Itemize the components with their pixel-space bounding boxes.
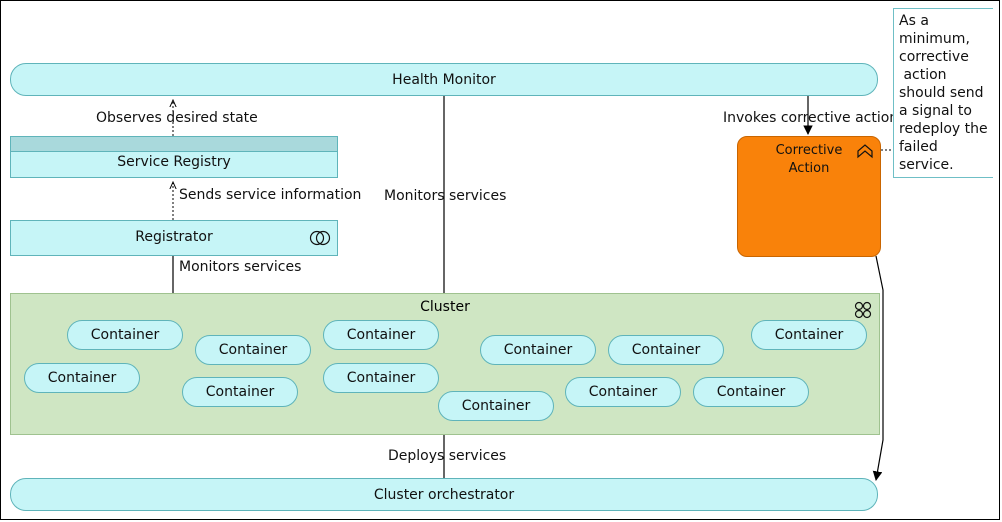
note-line: corrective	[899, 49, 969, 65]
note-line: redeploy the	[899, 121, 988, 137]
container-node[interactable]: Container	[751, 320, 867, 350]
note: As a minimum, corrective action should s…	[893, 8, 993, 178]
container-node[interactable]: Container	[438, 391, 554, 421]
service-registry-label: Service Registry	[117, 154, 231, 170]
container-node[interactable]: Container	[323, 320, 439, 350]
container-node[interactable]: Container	[182, 377, 298, 407]
cluster-orchestrator[interactable]: Cluster orchestrator	[10, 478, 878, 511]
corrective-action-label-1: Corrective	[775, 143, 843, 158]
container-label: Container	[205, 384, 275, 400]
health-monitor-label: Health Monitor	[392, 71, 496, 88]
container-label: Container	[588, 384, 658, 400]
edge-label-observes: Observes desired state	[96, 110, 258, 126]
edge-label-invokes: Invokes corrective action	[723, 110, 899, 126]
node-icon	[854, 301, 872, 319]
container-node[interactable]: Container	[693, 377, 809, 407]
container-node[interactable]: Container	[323, 363, 439, 393]
container-label: Container	[346, 327, 416, 343]
registrator[interactable]: Registrator	[10, 220, 338, 256]
corrective-action[interactable]: Corrective Action	[737, 136, 881, 257]
container-node[interactable]: Container	[67, 320, 183, 350]
edge-label-monitors-main: Monitors services	[384, 188, 507, 204]
note-line: should send	[899, 85, 984, 101]
edge-action-orchestrator	[872, 255, 884, 481]
container-label: Container	[346, 370, 416, 386]
edge-label-deploys: Deploys services	[388, 448, 507, 464]
health-monitor[interactable]: Health Monitor	[10, 63, 878, 96]
cluster-orchestrator-label: Cluster orchestrator	[373, 486, 515, 503]
container-node[interactable]: Container	[565, 377, 681, 407]
registrator-label: Registrator	[135, 229, 213, 245]
note-line: minimum,	[899, 31, 970, 47]
container-label: Container	[503, 342, 573, 358]
container-label: Container	[774, 327, 844, 343]
container-node[interactable]: Container	[480, 335, 596, 365]
edge-label-sends-info: Sends service information	[179, 187, 362, 203]
container-node[interactable]: Container	[195, 335, 311, 365]
container-label: Container	[461, 398, 531, 414]
service-registry[interactable]: Service Registry	[10, 136, 338, 178]
container-label: Container	[218, 342, 288, 358]
note-line: As a	[899, 13, 929, 29]
interface-icon	[309, 230, 331, 246]
container-node[interactable]: Container	[24, 363, 140, 393]
note-line: a signal to	[899, 103, 972, 119]
note-line: service.	[899, 157, 954, 173]
service-registry-header	[11, 137, 337, 152]
cluster-title: Cluster	[420, 299, 470, 315]
note-line: failed	[899, 139, 938, 155]
corrective-action-label-2: Action	[788, 161, 830, 176]
container-label: Container	[716, 384, 786, 400]
container-label: Container	[47, 370, 117, 386]
container-label: Container	[90, 327, 160, 343]
process-icon	[857, 144, 873, 159]
container-node[interactable]: Container	[608, 335, 724, 365]
edge-label-monitors-registrator: Monitors services	[179, 259, 302, 275]
container-label: Container	[631, 342, 701, 358]
note-line: action	[899, 67, 947, 83]
